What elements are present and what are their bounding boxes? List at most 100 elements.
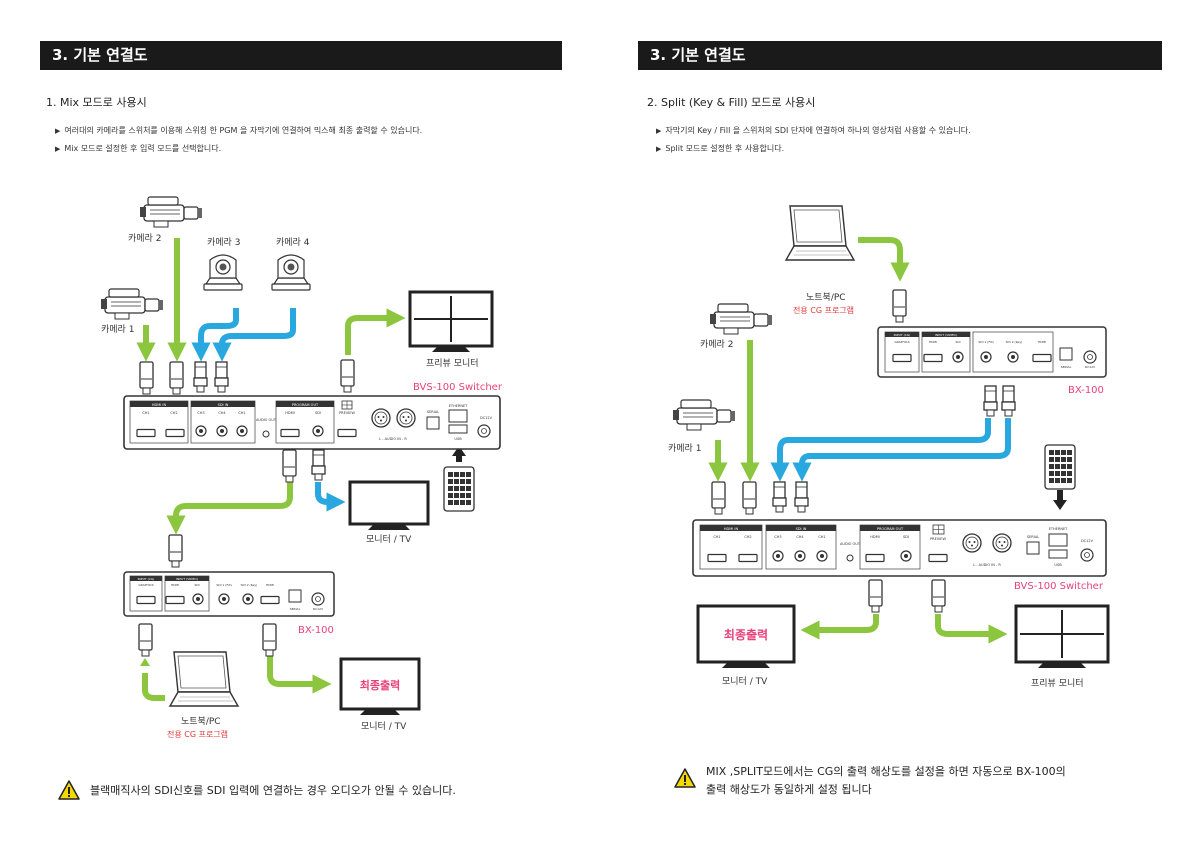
cable-camera4 (212, 308, 296, 362)
bnc-plug-icon (772, 481, 787, 513)
cable-sdi-monitor (315, 482, 346, 512)
svg-text:L - AUDIO IN - R: L - AUDIO IN - R (379, 437, 407, 441)
label-monitor-tv: 모니터 / TV (722, 676, 768, 687)
bullet-item: 여러대의 카메라를 스위처를 이용해 스위칭 한 PGM 을 자막기에 연결하여… (55, 122, 422, 140)
page-title: 3. 기본 연결도 (40, 41, 562, 70)
bullet-item: Split 모드로 설정한 후 사용합니다. (656, 140, 971, 158)
hdmi-plug-icon (931, 579, 946, 613)
svg-text:SDI 1 (Fill): SDI 1 (Fill) (216, 583, 231, 587)
svg-text:HDMI: HDMI (1038, 340, 1046, 344)
cable-laptop-to-bx (858, 237, 910, 282)
bnc-plug-icon (1001, 385, 1016, 417)
section-subtitle: 1. Mix 모드로 사용시 (46, 96, 147, 109)
svg-text:SERIAL: SERIAL (427, 410, 439, 414)
svg-text:SDI: SDI (194, 583, 199, 587)
warning-line: 출력 해상도가 동일하게 설정 됩니다 (706, 783, 872, 796)
svg-text:DC12V: DC12V (480, 416, 493, 420)
label-camera2: 카메라 2 (700, 339, 733, 350)
bnc-plug-icon (214, 361, 229, 393)
cable-pgm-to-bx (166, 482, 293, 535)
camera2-icon (139, 196, 203, 228)
svg-text:CH4: CH4 (796, 535, 804, 539)
svg-text:CH4: CH4 (218, 411, 226, 415)
svg-text:INPUT (VIDEO): INPUT (VIDEO) (176, 577, 198, 581)
bnc-plug-icon (983, 385, 998, 417)
cable-laptop (142, 673, 165, 701)
label-final-output: 최종출력 (360, 678, 400, 692)
svg-text:INPUT (CG): INPUT (CG) (894, 333, 911, 337)
keypad-arrow-icon (452, 446, 466, 456)
svg-text:CH1: CH1 (818, 535, 825, 539)
svg-text:CH1: CH1 (713, 535, 720, 539)
svg-text:DC12V: DC12V (1085, 365, 1096, 369)
camera1-icon (672, 399, 736, 431)
svg-text:PREVIEW: PREVIEW (339, 411, 355, 415)
svg-text:ETHERNET: ETHERNET (1049, 527, 1068, 531)
warning-text: MIX ,SPLIT모드에서는 CG의 출력 해상도를 설정을 하면 자동으로 … (706, 763, 1066, 799)
hdmi-plug-icon (138, 623, 153, 657)
svg-text:CH2: CH2 (744, 535, 751, 539)
svg-text:AUDIO OUT: AUDIO OUT (840, 542, 861, 546)
svg-text:CH1: CH1 (238, 411, 245, 415)
label-camera1: 카메라 1 (668, 443, 701, 454)
hdmi-plug-icon (168, 534, 183, 568)
label-monitor-tv: 모니터 / TV (366, 534, 412, 545)
laptop-icon (169, 651, 239, 707)
svg-text:PREVIEW: PREVIEW (930, 537, 946, 541)
svg-text:CH3: CH3 (197, 411, 204, 415)
label-bx-100: BX-100 (298, 625, 334, 636)
svg-text:USB: USB (1054, 563, 1062, 567)
hdmi-plug-icon (742, 481, 757, 515)
svg-text:SDI: SDI (903, 535, 909, 539)
svg-text:HDMI: HDMI (929, 340, 937, 344)
cable-sdi-fill (770, 418, 991, 482)
label-preview-monitor: 프리뷰 모니터 (426, 358, 479, 369)
keypad-arrow-icon (1053, 500, 1067, 510)
cable-final-output (267, 655, 332, 694)
svg-text:PROGRAM OUT: PROGRAM OUT (877, 527, 904, 531)
label-bx-100: BX-100 (1068, 385, 1104, 396)
bx-100-device: INPUT (CG) GRAPHICS INPUT (VIDEO) HDMI S… (123, 571, 335, 617)
svg-text:SERIAL: SERIAL (290, 607, 301, 611)
label-final-output: 최종출력 (724, 627, 768, 642)
keypad-controller-icon (443, 466, 475, 512)
bnc-plug-icon (193, 361, 208, 393)
bx-100-device: INPUT (CG) GRAPHICS INPUT (VIDEO) HDMI S… (877, 326, 1107, 378)
cable-camera3 (191, 308, 239, 362)
svg-text:CH1: CH1 (142, 411, 149, 415)
label-camera4: 카메라 4 (276, 237, 310, 248)
svg-text:HDMI: HDMI (285, 411, 294, 415)
label-switcher: BVS-100 Switcher (1014, 581, 1104, 592)
svg-text:SDI 2 (Key): SDI 2 (Key) (241, 583, 258, 587)
label-camera1: 카메라 1 (101, 324, 134, 335)
page-left: 3. 기본 연결도 1. Mix 모드로 사용시 여러대의 카메라를 스위처를 … (0, 0, 600, 849)
warning-text: 블랙매직사의 SDI신호를 SDI 입력에 연결하는 경우 오디오가 안될 수 … (90, 784, 456, 797)
page-title: 3. 기본 연결도 (638, 41, 1162, 70)
svg-text:HDMI IN: HDMI IN (152, 403, 167, 407)
laptop-arrow-icon (140, 658, 150, 666)
svg-text:SDI IN: SDI IN (218, 403, 229, 407)
bvs-100-switcher-device: HDMI IN CH1 CH2 SDI IN CH3 CH4 CH1 AUDIO… (692, 519, 1107, 577)
svg-text:INPUT (CG): INPUT (CG) (138, 577, 155, 581)
hdmi-plug-icon (282, 449, 297, 483)
svg-text:AUDIO OUT: AUDIO OUT (256, 418, 277, 422)
svg-text:DC12V: DC12V (313, 607, 324, 611)
bullet-item: 자막기의 Key / Fill 을 스위처의 SDI 단자에 연결하여 하나의 … (656, 122, 970, 140)
label-laptop: 노트북/PC (806, 292, 846, 303)
label-camera3: 카메라 3 (207, 237, 240, 248)
hdmi-plug-icon (340, 359, 355, 393)
bnc-plug-icon (311, 449, 326, 481)
svg-text:GRAPHICS: GRAPHICS (138, 583, 153, 587)
hdmi-plug-icon (868, 579, 883, 613)
warning-icon (58, 780, 80, 800)
cable-preview (935, 614, 1008, 644)
hdmi-plug-icon (892, 289, 907, 323)
label-cg-program: 전용 CG 프로그램 (793, 305, 854, 315)
svg-text:L - AUDIO IN - R: L - AUDIO IN - R (973, 563, 1001, 567)
svg-text:SERIAL: SERIAL (1027, 535, 1039, 539)
svg-text:SERIAL: SERIAL (1061, 365, 1072, 369)
svg-text:DC12V: DC12V (1081, 539, 1094, 543)
warning-note: MIX ,SPLIT모드에서는 CG의 출력 해상도를 설정을 하면 자동으로 … (674, 763, 1066, 799)
bullet-list: 자막기의 Key / Fill 을 스위처의 SDI 단자에 연결하여 하나의 … (656, 122, 971, 158)
label-preview-monitor: 프리뷰 모니터 (1031, 678, 1084, 689)
